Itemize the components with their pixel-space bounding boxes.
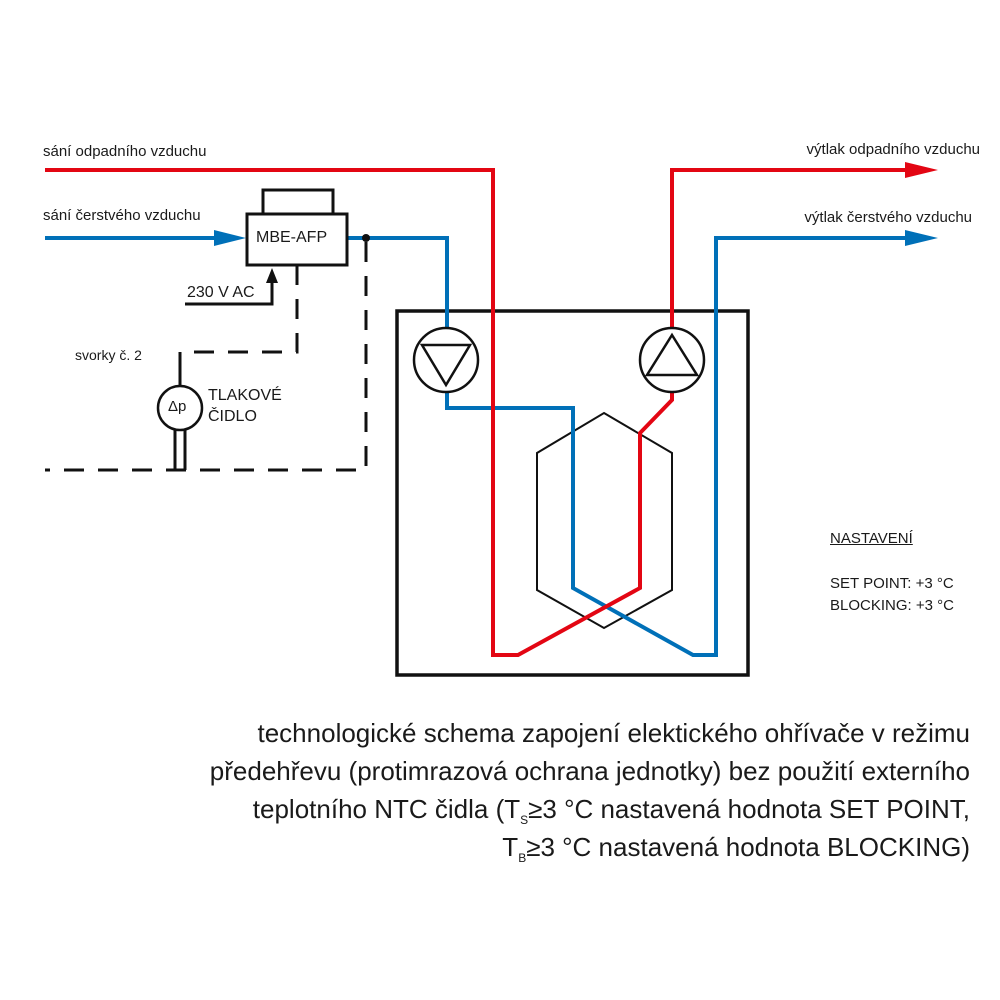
pressure-sensor-icon: [156, 384, 204, 432]
blocking-value: BLOCKING: +3 °C: [830, 597, 954, 614]
caption-text: ≥3 °C nastavená hodnota SET POINT,: [528, 794, 970, 824]
terminals-label: svorky č. 2: [75, 347, 142, 363]
control-wire: [180, 265, 299, 354]
power-label: 230 V AC: [187, 284, 255, 301]
heater-top-box: [261, 188, 335, 217]
fresh-air-duct: [347, 236, 449, 330]
supply-fan-icon: [412, 326, 480, 394]
arrow-icon: [905, 230, 938, 246]
exhaust-air-duct: [45, 168, 674, 657]
caption-text: ≥3 °C nastavená hodnota BLOCKING): [526, 832, 970, 862]
caption-line-4: TB≥3 °C nastavená hodnota BLOCKING): [502, 832, 970, 865]
fan-triangle-down-icon: [419, 343, 473, 388]
label-out-exhaust: výtlak odpadního vzduchu: [806, 141, 980, 158]
power-line: [185, 280, 274, 306]
arrow-icon: [905, 162, 938, 178]
settings-title: NASTAVENÍ: [830, 530, 913, 547]
subscript: S: [520, 813, 529, 828]
subscript: B: [518, 851, 527, 866]
heater-box: [245, 212, 349, 267]
arrow-icon: [214, 230, 246, 246]
caption-line-1: technologické schema zapojení elektickéh…: [257, 718, 971, 748]
control-wire: [45, 242, 368, 472]
sensor-junction: [362, 234, 370, 242]
label-intake-fresh: sání čerstvého vzduchu: [43, 207, 201, 224]
heat-exchanger: [536, 411, 673, 630]
caption-line-2: předehřevu (protimrazová ochrana jednotk…: [209, 756, 970, 786]
set-point-value: SET POINT: +3 °C: [830, 575, 954, 592]
caption-text: teplotního NTC čidla (T: [252, 794, 521, 824]
caption-text: T: [502, 832, 519, 862]
label-out-fresh: výtlak čerstvého vzduchu: [804, 209, 972, 226]
sensor-label-1: TLAKOVÉ: [208, 387, 282, 404]
sensor-symbol: Δp: [168, 398, 187, 415]
fresh-air-duct: [445, 236, 915, 657]
ventilation-unit: [395, 309, 750, 677]
exhaust-fan-icon: [638, 326, 706, 394]
heater-label: MBE-AFP: [256, 229, 328, 246]
sensor-label-2: ČIDLO: [208, 408, 257, 425]
label-intake-exhaust: sání odpadního vzduchu: [43, 143, 207, 160]
fan-triangle-up-icon: [644, 332, 700, 377]
exhaust-air-duct: [670, 168, 915, 328]
arrow-icon: [266, 268, 278, 283]
caption-line-3: teplotního NTC čidla (TS≥3 °C nastavená …: [253, 794, 970, 827]
